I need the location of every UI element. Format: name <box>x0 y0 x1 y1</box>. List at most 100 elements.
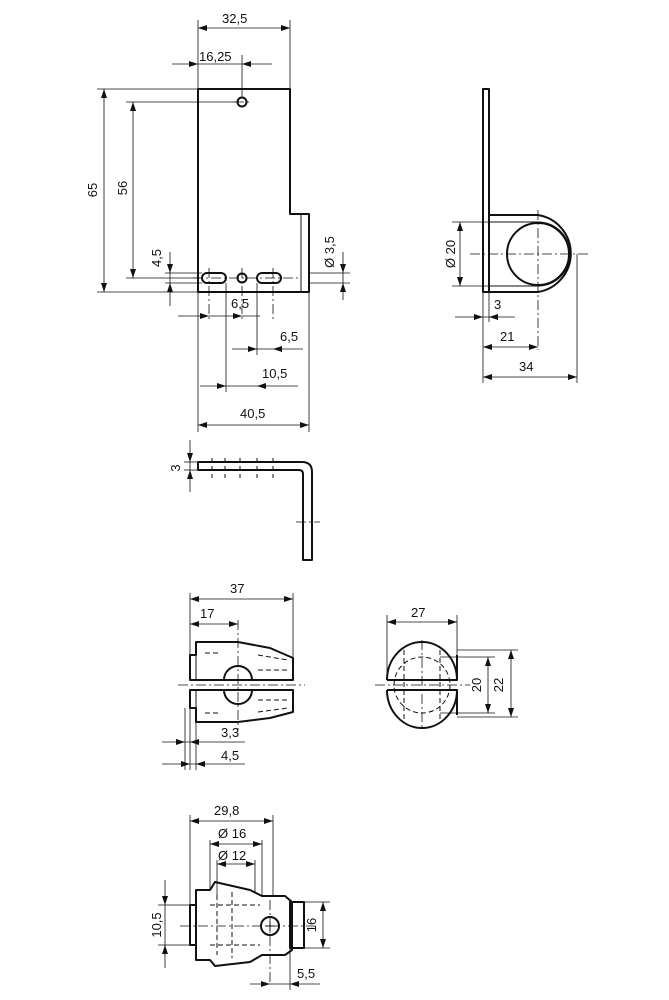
arrowhead <box>508 708 514 717</box>
hidden-lines <box>205 652 289 714</box>
arrowhead <box>387 619 396 625</box>
clamp-end <box>289 901 305 949</box>
arrowhead <box>474 314 483 320</box>
arrowhead <box>320 939 326 948</box>
dim-label: 40,5 <box>240 406 265 421</box>
arrowhead <box>290 981 299 987</box>
bracket-front-outline <box>197 88 310 293</box>
arrowhead <box>568 374 577 380</box>
arrowhead <box>508 650 514 659</box>
bracket-front-view: 32,5 16,25 65 56 4,5 Ø 3,5 <box>85 11 350 432</box>
clamp-upper-half <box>189 641 294 681</box>
bracket-side-right-view: Ø 20 3 21 34 <box>443 88 590 383</box>
arrowhead <box>198 25 207 31</box>
arrowhead <box>529 344 538 350</box>
dim-label: 34 <box>519 359 533 374</box>
ring-outer <box>489 214 572 293</box>
arrowhead <box>261 981 270 987</box>
arrowhead <box>190 739 199 745</box>
arrowhead <box>198 422 207 428</box>
arrowhead <box>253 841 262 847</box>
dim-label: 4,5 <box>221 748 239 763</box>
bracket-plate <box>482 88 490 293</box>
clamp-front-view: 37 17 3,3 4,5 <box>162 581 305 770</box>
dim-label: 56 <box>115 181 130 195</box>
dim-label: 16 <box>304 918 319 932</box>
arrowhead <box>181 761 190 767</box>
arrowhead <box>340 264 346 273</box>
arrowhead <box>189 61 198 67</box>
clamp-neck <box>189 904 197 946</box>
arrowhead <box>483 344 492 350</box>
arrowhead <box>217 383 226 389</box>
arrowhead <box>457 277 463 286</box>
dim-label: 21 <box>500 329 514 344</box>
clamp-side-view: 27 20 22 <box>375 605 518 730</box>
arrowhead <box>233 313 242 319</box>
arrowhead <box>264 818 273 824</box>
arrowhead <box>229 621 238 627</box>
dim-label: 22 <box>491 678 506 692</box>
arrowhead <box>485 657 491 666</box>
arrowhead <box>242 61 251 67</box>
dim-label: Ø 20 <box>443 240 458 268</box>
hidden-lines <box>210 892 260 958</box>
arrowhead <box>489 314 498 320</box>
arrowhead <box>300 422 309 428</box>
arrowhead <box>281 25 290 31</box>
arrowhead <box>167 264 173 273</box>
arrowhead <box>320 902 326 911</box>
arrowhead <box>485 704 491 713</box>
dim-label: 29,8 <box>214 803 239 818</box>
dim-label: Ø 3,5 <box>322 236 337 268</box>
dim-label: 17 <box>200 606 214 621</box>
dim-label: 5,5 <box>297 966 315 981</box>
dim-label: 37 <box>230 581 244 596</box>
dim-label: 10,5 <box>262 366 287 381</box>
dim-label: Ø 16 <box>218 826 246 841</box>
arrowhead <box>246 861 255 867</box>
dim-label: 27 <box>411 605 425 620</box>
bracket-profile <box>197 461 313 561</box>
arrowhead <box>210 841 219 847</box>
arrowhead <box>187 453 193 462</box>
clamp-side-outline <box>386 641 458 729</box>
arrowhead <box>190 596 199 602</box>
dim-label: 65 <box>85 183 100 197</box>
dim-label: 6,5 <box>280 329 298 344</box>
arrowhead <box>162 945 168 954</box>
dim-label: 3,3 <box>221 725 239 740</box>
clamp-body <box>195 881 293 967</box>
arrowhead <box>483 374 492 380</box>
clamp-bottom-view: 29,8 Ø 16 Ø 12 10,5 16 5,5 <box>149 803 330 990</box>
arrowhead <box>448 619 457 625</box>
arrowhead <box>257 383 266 389</box>
dim-label: 3 <box>168 464 183 471</box>
arrowhead <box>200 313 209 319</box>
dim-label: Ø 12 <box>218 848 246 863</box>
dim-label: 32,5 <box>222 11 247 26</box>
clamp-bore <box>223 665 253 705</box>
dim-label: 20 <box>469 678 484 692</box>
arrowhead <box>273 346 282 352</box>
arrowhead <box>187 470 193 479</box>
dim-label: 10,5 <box>149 912 164 937</box>
clamp-lower-half <box>189 689 294 723</box>
arrowhead <box>167 283 173 292</box>
bracket-profile-view: 3 <box>168 440 320 561</box>
arrowhead <box>196 761 205 767</box>
dim-label: 6,5 <box>231 296 249 311</box>
arrowhead <box>190 818 199 824</box>
arrowhead <box>190 621 199 627</box>
dim-label: 3 <box>494 297 501 312</box>
dim-label: 4,5 <box>149 249 164 267</box>
arrowhead <box>284 596 293 602</box>
dim-label: 16,25 <box>199 49 232 64</box>
arrowhead <box>130 269 136 278</box>
arrowhead <box>101 283 107 292</box>
arrowhead <box>162 896 168 905</box>
arrowhead <box>457 222 463 231</box>
arrowhead <box>217 861 226 867</box>
arrowhead <box>248 346 257 352</box>
